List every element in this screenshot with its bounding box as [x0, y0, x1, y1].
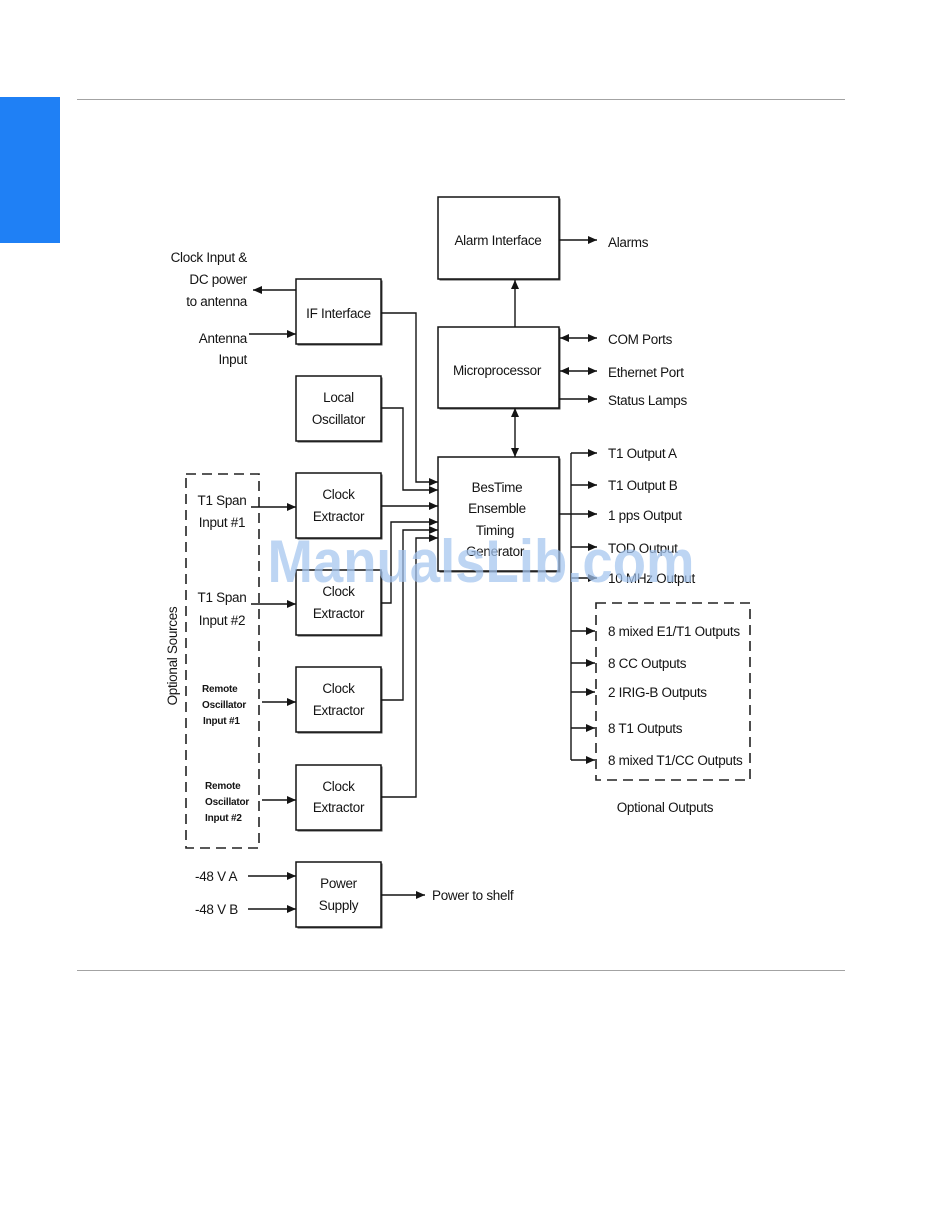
watermark: ManualsLib.com	[268, 528, 695, 595]
source-t1-span-1-line1: T1 Span	[198, 493, 247, 508]
status-lamps-label: Status Lamps	[608, 393, 687, 408]
optional-sources-title: Optional Sources	[165, 606, 180, 705]
control-connections: Alarms COM Ports Ethernet Port Status La…	[511, 235, 688, 457]
t1-output-a-label: T1 Output A	[608, 446, 677, 461]
if-interface-label: IF Interface	[306, 306, 371, 321]
clock-extractor-label-line2: Extractor	[313, 509, 365, 524]
extractor-4-to-generator-wire	[381, 534, 438, 798]
antenna-input-label-line2: Input	[218, 352, 247, 367]
power-connections: -48 V A -48 V B Power to shelf	[195, 869, 514, 917]
clock-out-label-line1: Clock Input &	[171, 250, 248, 265]
optional-outputs-title: Optional Outputs	[617, 800, 714, 815]
source-t1-span-1-line2: Input #1	[199, 515, 245, 530]
section-tab	[0, 97, 60, 243]
source-remote-osc-2-line2: Oscillator	[205, 797, 249, 808]
source-remote-osc-1-line1: Remote	[202, 684, 238, 695]
clock-extractor-3: Clock Extractor	[295, 666, 383, 734]
source-remote-osc-2-line3: Input #2	[205, 813, 242, 824]
local-oscillator-label-line2: Oscillator	[312, 412, 366, 427]
microprocessor-label: Microprocessor	[453, 363, 542, 378]
clock-extractor-4: Clock Extractor	[295, 764, 383, 832]
alarm-interface-block: Alarm Interface	[437, 196, 561, 281]
extractor-3-to-generator-wire	[381, 526, 438, 701]
clock-extractor-label-line2: Extractor	[313, 800, 365, 815]
alarms-label: Alarms	[608, 235, 649, 250]
alarm-interface-label: Alarm Interface	[454, 233, 541, 248]
clock-extractor-label-line2: Extractor	[313, 606, 365, 621]
ten-mhz-output-label: 10 MHz Output	[608, 571, 695, 586]
t1-output-b-label: T1 Output B	[608, 478, 678, 493]
power-input-b-label: -48 V B	[195, 902, 238, 917]
clock-extractor-label-line1: Clock	[322, 681, 355, 696]
power-supply-label-line2: Supply	[319, 898, 359, 913]
timing-outputs: T1 Output A T1 Output B 1 pps Output TOD…	[559, 446, 696, 760]
ethernet-port-label: Ethernet Port	[608, 365, 684, 380]
local-oscillator-block: Local Oscillator	[295, 375, 383, 443]
optional-sources-frame	[185, 473, 260, 849]
if-interface-block: IF Interface	[295, 278, 383, 346]
block-frame	[295, 375, 382, 442]
if-to-generator-wire	[381, 312, 438, 486]
source-remote-osc-1-line2: Oscillator	[202, 700, 246, 711]
optional-sources-group: Optional Sources T1 Span Input #1 T1 Spa…	[165, 473, 296, 849]
generator-label-line3: Timing	[476, 523, 514, 538]
clock-extractor-2: Clock Extractor	[295, 569, 383, 637]
clock-extractor-label-line1: Clock	[322, 779, 355, 794]
clock-extractor-label-line2: Extractor	[313, 703, 365, 718]
optional-output-label: 8 mixed E1/T1 Outputs	[608, 624, 740, 639]
pps-output-label: 1 pps Output	[608, 508, 682, 523]
source-t1-span-2-line1: T1 Span	[198, 590, 247, 605]
source-remote-osc-2-line1: Remote	[205, 781, 241, 792]
clock-extractor-1: Clock Extractor	[295, 472, 383, 540]
tod-output-label: TOD Output	[608, 541, 678, 556]
optional-outputs-frame	[595, 602, 751, 781]
power-input-a-label: -48 V A	[195, 869, 237, 884]
microprocessor-block: Microprocessor	[437, 326, 561, 410]
clock-extractor-label-line1: Clock	[322, 487, 355, 502]
block-frame	[295, 861, 382, 928]
optional-output-label: 8 CC Outputs	[608, 656, 687, 671]
antenna-connections: Clock Input & DC power to antenna Antenn…	[171, 250, 296, 367]
clock-out-label-line3: to antenna	[186, 294, 248, 309]
block-frame	[295, 666, 382, 733]
timing-generator-block: BesTime Ensemble Timing Generator	[437, 456, 561, 573]
source-t1-span-2-line2: Input #2	[199, 613, 245, 628]
clock-out-label-line2: DC power	[189, 272, 247, 287]
extractor-2-to-generator-wire	[381, 518, 438, 604]
power-output-label: Power to shelf	[432, 888, 514, 903]
optional-output-label: 8 mixed T1/CC Outputs	[608, 753, 743, 768]
generator-label-line1: BesTime	[472, 480, 523, 495]
com-ports-label: COM Ports	[608, 332, 673, 347]
block-frame	[437, 326, 560, 409]
oscillator-to-generator-wire	[381, 407, 438, 494]
optional-output-label: 2 IRIG-B Outputs	[608, 685, 707, 700]
block-frame	[295, 278, 382, 345]
block-frame	[437, 196, 560, 280]
antenna-input-label-line1: Antenna	[199, 331, 248, 346]
generator-label-line2: Ensemble	[468, 501, 526, 516]
optional-outputs-group: 8 mixed E1/T1 Outputs 8 CC Outputs 2 IRI…	[571, 602, 751, 815]
optional-output-label: 8 T1 Outputs	[608, 721, 683, 736]
generator-input-wires	[381, 312, 438, 798]
local-oscillator-label-line1: Local	[323, 390, 354, 405]
generator-label-line4: Generator	[466, 544, 525, 559]
clock-extractor-label-line1: Clock	[322, 584, 355, 599]
source-remote-osc-1-line3: Input #1	[203, 716, 240, 727]
power-supply-block: Power Supply	[295, 861, 383, 929]
power-supply-label-line1: Power	[320, 876, 358, 891]
block-frame	[295, 764, 382, 831]
